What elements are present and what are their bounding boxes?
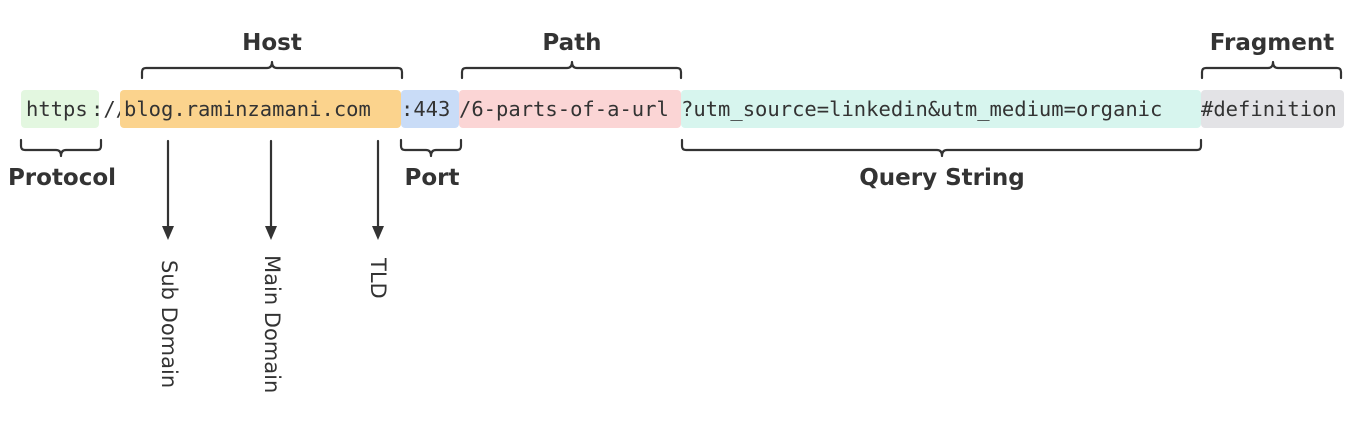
path-label: Path: [542, 30, 602, 56]
query-segment: ?utm_source=linkedin&utm_medium=organic: [681, 90, 1201, 128]
host-segment: blog.raminzamani.com: [120, 90, 401, 128]
protocol-label: Protocol: [7, 165, 117, 191]
fragment-label: Fragment: [1209, 30, 1335, 56]
tld-label: TLD: [366, 258, 390, 299]
port-segment: :443: [401, 90, 459, 128]
port-brace: [399, 138, 463, 158]
query-string-label: Query String: [859, 165, 1025, 191]
host-brace: [140, 60, 404, 80]
tld-arrowhead: [372, 226, 384, 240]
query-brace: [680, 138, 1203, 158]
path-segment: /6-parts-of-a-url: [459, 90, 681, 128]
host-label: Host: [242, 30, 302, 56]
sub-domain-arrowhead: [162, 226, 174, 240]
fragment-brace: [1200, 60, 1343, 80]
fragment-segment: #definition: [1201, 90, 1344, 128]
main-domain-arrowhead: [265, 226, 277, 240]
sub-domain-label: Sub Domain: [157, 260, 181, 389]
protocol-brace: [19, 138, 103, 158]
protocol-segment: https: [21, 90, 99, 128]
path-brace: [460, 60, 683, 80]
main-domain-label: Main Domain: [260, 255, 284, 394]
port-label: Port: [404, 165, 460, 191]
